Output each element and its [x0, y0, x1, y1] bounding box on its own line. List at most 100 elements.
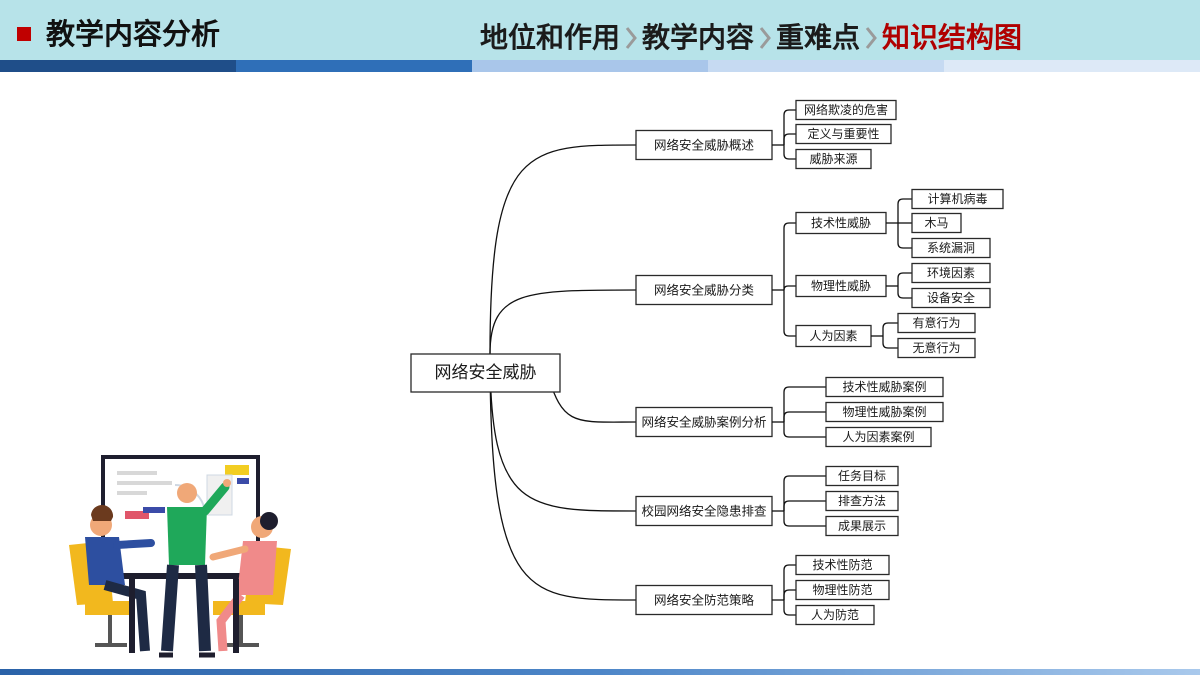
- chevron-right-icon: [754, 18, 776, 58]
- branch-node: 网络安全威胁分类: [635, 274, 773, 306]
- branch-node: 网络安全防范策略: [635, 584, 773, 616]
- leaf-node-label: 无意行为: [912, 340, 960, 355]
- branch-2-connector-1: [783, 411, 826, 422]
- branch-0-connector-2: [783, 145, 796, 160]
- leaf-node: 设备安全: [911, 287, 991, 309]
- leaf-node-label: 人为防范: [811, 607, 859, 622]
- branch-1-connector-2: [783, 290, 796, 337]
- leaf-node-label: 物理性防范: [812, 582, 872, 597]
- branch-4-connector-1: [783, 589, 796, 600]
- branch-3-connector-2: [783, 511, 826, 527]
- nav-item-content[interactable]: 教学内容: [642, 21, 755, 54]
- leaf-node: 计算机病毒: [911, 188, 1004, 210]
- leaf-node-label: 排查方法: [838, 493, 886, 508]
- leaf-node: 木马: [911, 212, 962, 234]
- branch-3-connector-0: [783, 475, 826, 511]
- leaf-node-label: 物理性威胁案例: [842, 404, 926, 419]
- subbranch-node-label: 人为因素: [809, 329, 857, 343]
- branch-1-connector-1: [783, 285, 796, 291]
- branch-node-label: 网络安全威胁案例分析: [641, 415, 766, 430]
- page-title: 教学内容分析: [46, 17, 221, 51]
- header-color-bar: [0, 60, 1200, 72]
- nav-item-structure[interactable]: 知识结构图: [882, 21, 1023, 54]
- leaf-node: 定义与重要性: [795, 123, 892, 145]
- leaf-node: 系统漏洞: [911, 237, 991, 259]
- branch-node-label: 网络安全威胁分类: [654, 283, 755, 298]
- leaf-node-label: 威胁来源: [809, 151, 857, 166]
- leaf-node-label: 系统漏洞: [927, 241, 975, 255]
- branch-node-label: 校园网络安全隐患排查: [641, 504, 767, 519]
- leaf-node-label: 定义与重要性: [807, 126, 879, 141]
- leaf-node: 成果展示: [825, 515, 899, 537]
- root-to-branch-3: [489, 353, 637, 512]
- breadcrumb-nav: 地位和作用 教学内容 重难点 知识结构图: [480, 18, 1022, 58]
- leaf-node: 排查方法: [825, 490, 899, 512]
- leaf-node: 任务目标: [825, 465, 899, 487]
- leaf-node: 环境因素: [911, 262, 991, 284]
- sub-0-connector-2: [897, 223, 912, 249]
- leaf-node: 物理性防范: [795, 579, 890, 601]
- leaf-node-label: 成果展示: [838, 519, 886, 533]
- leaf-node-label: 环境因素: [927, 265, 975, 280]
- sub-1-connector-1: [897, 286, 912, 299]
- root-to-branch-2: [547, 374, 637, 423]
- footer-color-bar: [0, 669, 1200, 675]
- leaf-node-label: 技术性威胁案例: [842, 379, 926, 394]
- branch-0-connector-1: [783, 133, 796, 145]
- branch-node-label: 网络安全威胁概述: [654, 138, 755, 153]
- root-node: 网络安全威胁: [410, 353, 561, 393]
- subbranch-node: 技术性威胁: [795, 211, 887, 235]
- chevron-right-icon: [860, 18, 882, 58]
- chevron-right-icon: [620, 18, 642, 58]
- leaf-node-label: 计算机病毒: [927, 191, 987, 206]
- leaf-node: 人为因素案例: [825, 426, 932, 448]
- sub-1-connector-0: [897, 272, 912, 286]
- leaf-node: 无意行为: [897, 337, 976, 359]
- leaf-node: 网络欺凌的危害: [795, 99, 897, 121]
- branch-2-connector-0: [783, 386, 826, 422]
- leaf-node-label: 设备安全: [927, 290, 975, 305]
- leaf-node: 物理性威胁案例: [825, 401, 944, 423]
- leaf-node: 技术性防范: [795, 554, 890, 576]
- leaf-node-label: 人为因素案例: [842, 429, 914, 444]
- branch-node: 校园网络安全隐患排查: [635, 495, 773, 527]
- bar-segment: [944, 60, 1200, 72]
- root-to-branch-4: [489, 353, 637, 601]
- subbranch-node: 物理性威胁: [795, 274, 887, 298]
- branch-4-connector-2: [783, 600, 796, 616]
- sub-0-connector-0: [897, 198, 912, 223]
- branch-4-connector-0: [783, 564, 796, 600]
- sub-2-connector-1: [882, 336, 898, 349]
- sub-2-connector-0: [882, 322, 898, 336]
- branch-1-connector-0: [783, 222, 796, 290]
- root-node-label: 网络安全威胁: [435, 363, 537, 383]
- team-meeting-illustration: [69, 455, 291, 658]
- bar-segment: [708, 60, 944, 72]
- leaf-node: 威胁来源: [795, 148, 872, 170]
- subbranch-node-label: 物理性威胁: [811, 278, 871, 293]
- nav-item-keypoints[interactable]: 重难点: [776, 21, 861, 54]
- leaf-node-label: 技术性防范: [812, 557, 872, 572]
- header-bar: 教学内容分析 地位和作用 教学内容 重难点 知识结构图: [0, 0, 1200, 60]
- nav-item-position[interactable]: 地位和作用: [480, 21, 621, 54]
- subbranch-node-label: 技术性威胁: [811, 215, 871, 230]
- subbranch-node: 人为因素: [795, 324, 872, 348]
- bar-segment: [0, 60, 236, 72]
- root-to-branch-1: [489, 289, 637, 355]
- leaf-node: 有意行为: [897, 312, 976, 334]
- branch-3-connector-1: [783, 500, 826, 511]
- leaf-node-label: 任务目标: [838, 468, 886, 483]
- leaf-node-label: 网络欺凌的危害: [804, 102, 888, 117]
- branch-2-connector-2: [783, 422, 826, 438]
- bar-segment: [472, 60, 708, 72]
- title-marker: [17, 27, 31, 41]
- branch-0-connector-0: [783, 109, 796, 145]
- branch-node-label: 网络安全防范策略: [654, 593, 755, 608]
- leaf-node: 技术性威胁案例: [825, 376, 944, 398]
- branch-node: 网络安全威胁概述: [635, 129, 773, 161]
- branch-node: 网络安全威胁案例分析: [635, 406, 773, 438]
- leaf-node-label: 有意行为: [912, 315, 960, 330]
- leaf-node-label: 木马: [924, 216, 948, 230]
- root-to-branch-0: [489, 144, 637, 355]
